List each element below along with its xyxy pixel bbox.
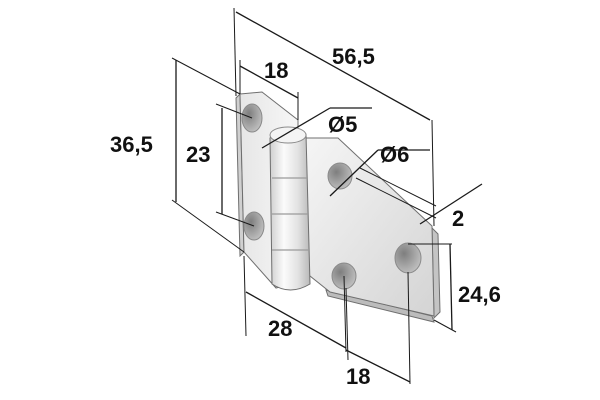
label-knuckle-leaf-width: 18 bbox=[264, 58, 288, 83]
label-left-hole-spacing: 23 bbox=[186, 142, 210, 167]
label-hole-dia: Ø6 bbox=[380, 142, 409, 167]
right-bottom-right-hole bbox=[394, 242, 422, 274]
knuckle-top bbox=[269, 126, 307, 144]
dimension-lines bbox=[171, 7, 483, 385]
dim-line-knuckle-leaf bbox=[239, 65, 299, 99]
knuckle bbox=[269, 128, 311, 291]
label-bottom-hole-spacing: 18 bbox=[346, 364, 370, 389]
dimension-labels: 56,5 18 Ø5 Ø6 2 36,5 23 24,6 28 18 bbox=[110, 44, 501, 389]
dim-line-thickness bbox=[419, 183, 483, 225]
label-pin-hole-dia: Ø5 bbox=[328, 112, 357, 137]
label-bottom-offset: 28 bbox=[268, 316, 292, 341]
dim-line-right-hole-spacing bbox=[449, 243, 453, 331]
right-top-left-hole bbox=[327, 162, 353, 190]
leader-hole bbox=[329, 149, 379, 197]
hinge-body bbox=[235, 91, 441, 323]
label-total-height: 36,5 bbox=[110, 132, 153, 157]
dim-line-bottom-hole-spacing bbox=[345, 349, 411, 383]
dim-line-bottom-offset bbox=[245, 291, 347, 349]
label-overall-width: 56,5 bbox=[332, 44, 375, 69]
right-leaf bbox=[299, 137, 435, 317]
label-thickness: 2 bbox=[452, 206, 464, 231]
label-right-hole-spacing: 24,6 bbox=[458, 282, 501, 307]
dim-line-overall-width bbox=[235, 11, 431, 121]
leader-pin-hole bbox=[261, 107, 331, 149]
